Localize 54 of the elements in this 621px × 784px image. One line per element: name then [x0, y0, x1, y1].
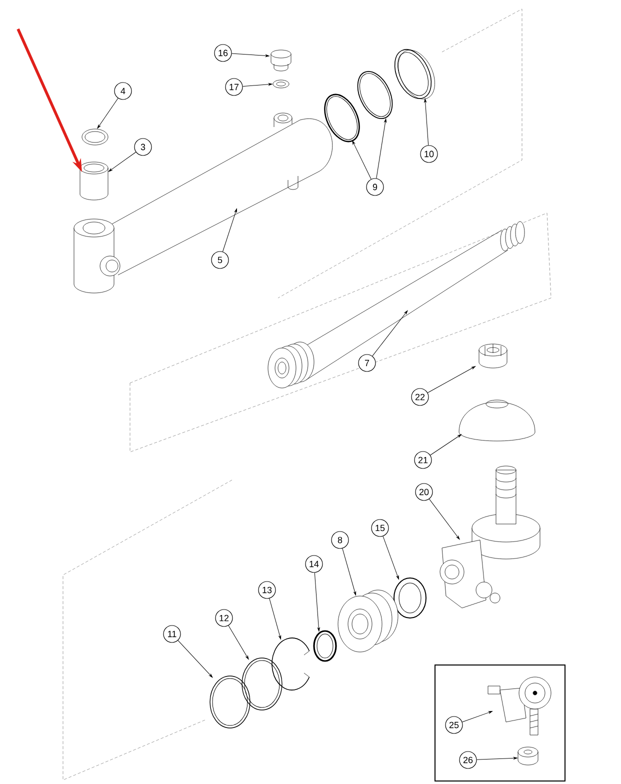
- ring-drawing: [242, 658, 282, 710]
- leader-line: [178, 640, 213, 678]
- leader-line: [232, 53, 270, 57]
- callout-number: 20: [415, 483, 433, 501]
- leader-line: [352, 140, 372, 180]
- seal-drawing: [394, 578, 426, 618]
- leader-line: [376, 118, 387, 179]
- leader-line: [476, 756, 518, 760]
- callout-number: 12: [215, 609, 233, 627]
- leader-line: [427, 366, 476, 393]
- callout-number: 8: [331, 531, 349, 549]
- leader-line: [242, 83, 272, 87]
- rod-end-drawing: [440, 466, 540, 608]
- snap-ring-drawing: [272, 638, 310, 690]
- callout-number: 22: [411, 388, 429, 406]
- callout-number: 25: [445, 716, 463, 734]
- leader-line: [424, 98, 429, 146]
- inset-frame: [434, 664, 566, 782]
- leader-line: [430, 434, 462, 456]
- callout-number: 21: [414, 451, 432, 469]
- nut-drawing: [518, 746, 538, 766]
- ring-drawing: [210, 676, 250, 728]
- ring-drawing: [324, 94, 360, 142]
- leader-line: [462, 711, 492, 722]
- leader-line: [228, 625, 249, 660]
- leader-line: [314, 572, 320, 632]
- leader-line: [97, 98, 118, 129]
- plug-drawing: [270, 50, 292, 72]
- piston-drawing: [338, 590, 398, 652]
- callout-number: 13: [258, 581, 276, 599]
- callout-number: 26: [459, 751, 477, 769]
- leader-line: [269, 598, 282, 640]
- leader-line: [372, 310, 408, 356]
- leader-line: [222, 208, 237, 252]
- callout-number: 11: [163, 625, 181, 643]
- callout-number: 9: [366, 178, 384, 196]
- ring-drawing: [357, 71, 393, 119]
- callout-number: 16: [214, 44, 232, 62]
- washer-drawing: [272, 80, 290, 88]
- leader-line: [342, 548, 356, 596]
- ring-drawing: [394, 49, 435, 100]
- leader-line: [108, 152, 136, 172]
- leader-line: [382, 536, 399, 580]
- leader-line: [429, 498, 460, 540]
- ball-joint-drawing: [488, 676, 552, 736]
- callout-number: 17: [225, 78, 243, 96]
- cylinder-drawing: [74, 112, 333, 294]
- callout-number: 14: [305, 555, 323, 573]
- callout-number: 15: [371, 519, 389, 537]
- rod-drawing: [268, 221, 525, 388]
- boot-drawing: [458, 400, 536, 442]
- callout-number: 10: [420, 145, 438, 163]
- callout-number: 4: [114, 82, 132, 100]
- ring-drawing: [313, 630, 337, 662]
